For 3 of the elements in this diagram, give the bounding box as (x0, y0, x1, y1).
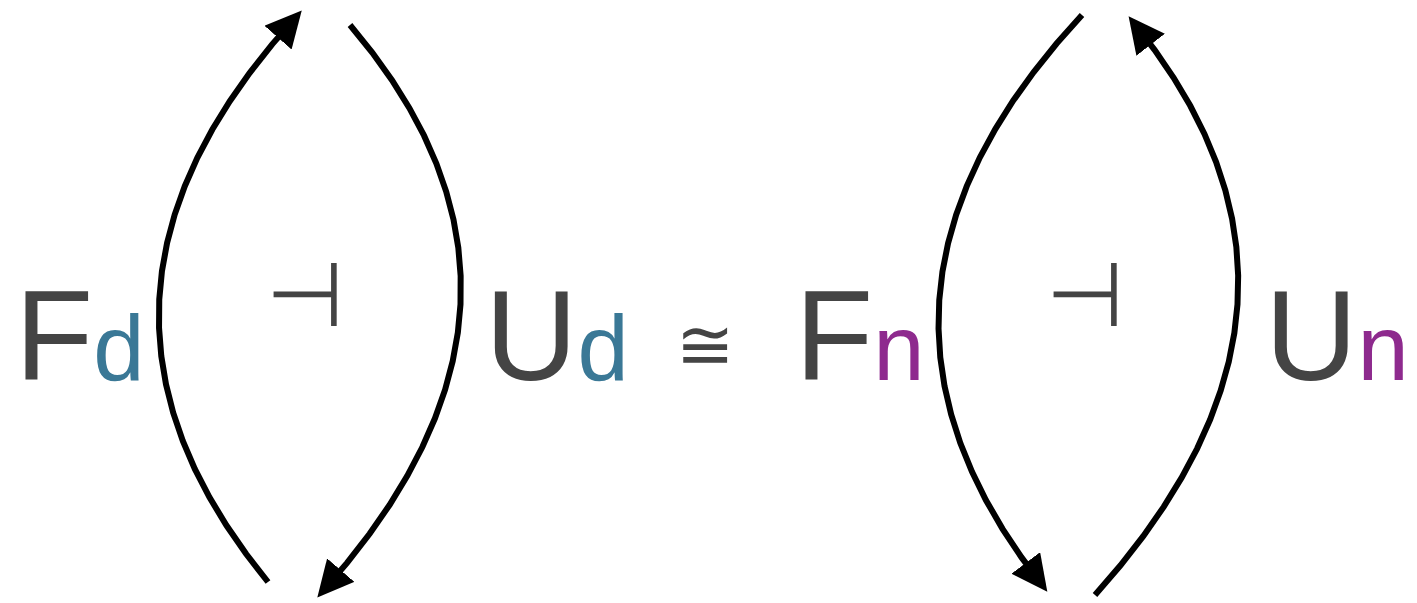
isomorphism-symbol: ≅ (676, 310, 735, 380)
adjoint-symbol: ⊣ (266, 250, 345, 340)
adjoint-symbol: ⊣ (1046, 250, 1125, 340)
